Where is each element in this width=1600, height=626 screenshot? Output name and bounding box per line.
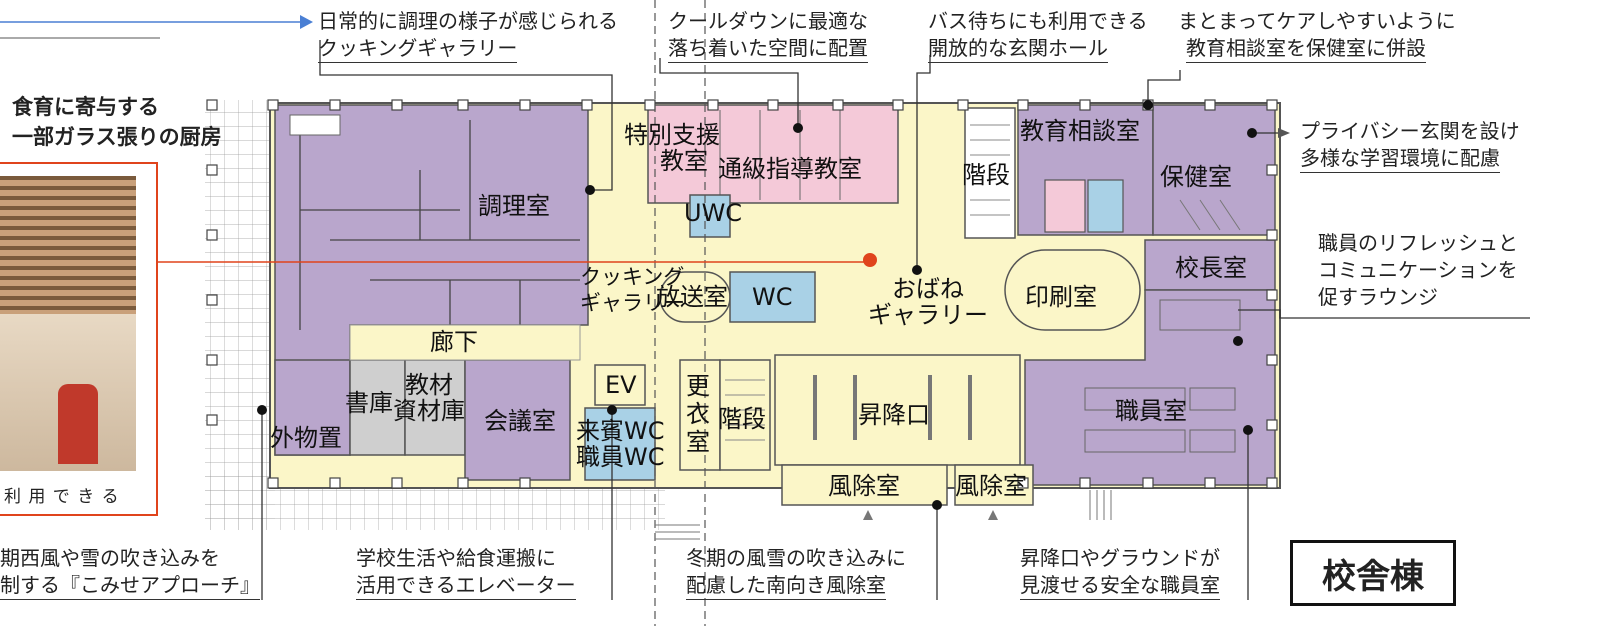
note-line: 多様な学習環境に配慮 xyxy=(1300,145,1500,173)
note-entrance-hall: バス待ちにも利用できる 開放的な玄関ホール xyxy=(928,8,1148,63)
room-gaibutsu xyxy=(274,359,351,456)
label-line: クッキング xyxy=(580,265,685,289)
note-line: 昇降口やグラウンドが xyxy=(1020,546,1220,570)
note-staff-room: 昇降口やグラウンドが 見渡せる安全な職員室 xyxy=(1020,545,1220,600)
label-cooking: クッキング ギャラリー xyxy=(580,264,685,316)
label-kaidan-s: 階段 xyxy=(718,405,766,433)
note-line: 見渡せる安全な職員室 xyxy=(1020,572,1220,600)
label-fujo-1: 風除室 xyxy=(828,472,900,500)
label-line: 職員WC xyxy=(576,443,665,471)
label-line: 特別支援 xyxy=(624,121,720,149)
note-lounge: 職員のリフレッシュと コミュニケーションを 促すラウンジ xyxy=(1318,230,1518,311)
label-kocho: 校長室 xyxy=(1175,254,1247,282)
stair-north xyxy=(964,107,1016,239)
label-line: 教材 xyxy=(405,371,453,399)
note-line: コミュニケーションを xyxy=(1318,258,1518,282)
note-line: 冬期の風雪の吹き込みに xyxy=(686,546,906,570)
label-koui: 更 衣 室 xyxy=(686,372,710,456)
label-line: 資材庫 xyxy=(393,397,465,425)
note-line: 日常的に調理の様子が感じられる xyxy=(318,9,618,33)
label-shoko: 書庫 xyxy=(345,389,393,417)
note-line: 期西風や雪の吹き込みを xyxy=(0,546,220,570)
room-insatsu xyxy=(1004,249,1141,331)
note-line: プライバシー玄関を設け xyxy=(1300,119,1520,143)
note-line: 制する『こみせアプローチ』 xyxy=(0,572,260,600)
note-line: 職員のリフレッシュと xyxy=(1318,231,1518,255)
label-tokubetsu: 特別支援 教室 xyxy=(624,122,720,174)
note-counseling: まとまってケアしやすいように 教育相談室を保健室に併設 xyxy=(1178,8,1456,63)
room-fujo-1 xyxy=(781,464,948,506)
note-line: 促すラウンジ xyxy=(1318,285,1438,309)
label-kyoiku: 教育相談室 xyxy=(1020,117,1140,145)
label-hoso: 放送室 xyxy=(656,283,728,311)
note-line: バス待ちにも利用できる xyxy=(928,9,1148,33)
label-fujo-2: 風除室 xyxy=(955,472,1027,500)
room-raihin-wc xyxy=(584,407,656,481)
room-koui xyxy=(679,359,721,471)
note-line: クッキングギャラリー xyxy=(318,35,518,63)
note-line: 活用できるエレベーター xyxy=(356,572,576,600)
label-wc: WC xyxy=(752,283,793,311)
label-obane: おばね ギャラリー xyxy=(868,276,988,328)
note-line: 配慮した南向き風除室 xyxy=(686,572,886,600)
label-line: おばね xyxy=(892,275,964,303)
label-tsukyu: 通級指導教室 xyxy=(718,155,862,183)
label-line: 衣 xyxy=(686,400,710,428)
note-cooldown: クールダウンに最適な 落ち着いた空間に配置 xyxy=(668,8,868,63)
note-south-vestibule: 冬期の風雪の吹き込みに 配慮した南向き風除室 xyxy=(686,545,906,600)
title-badge: 校舎棟 xyxy=(1290,540,1456,606)
corridor xyxy=(349,324,581,361)
label-hoken: 保健室 xyxy=(1160,163,1232,191)
label-line: 室 xyxy=(686,428,710,456)
label-line: 教室 xyxy=(660,147,708,175)
label-kaidan-n: 階段 xyxy=(962,161,1010,189)
note-line: クールダウンに最適な xyxy=(668,9,868,33)
note-line: まとまってケアしやすいように xyxy=(1178,9,1456,33)
note-line: 学校生活や給食運搬に xyxy=(356,546,556,570)
note-cooking-gallery: 日常的に調理の様子が感じられる クッキングギャラリー xyxy=(318,8,618,63)
label-raihin: 来賓WC 職員WC xyxy=(576,418,665,470)
room-ev xyxy=(594,364,646,406)
label-chori: 調理室 xyxy=(478,192,550,220)
photo-caption: 利 用 で き る xyxy=(4,487,120,507)
label-kaigi: 会議室 xyxy=(484,407,556,435)
label-line: ギャラリー xyxy=(868,301,988,329)
label-shokuin: 職員室 xyxy=(1115,397,1187,425)
left-heading-line-2: 一部ガラス張りの厨房 xyxy=(12,125,222,149)
label-gaibutsu: 外物置 xyxy=(270,424,342,452)
room-wc xyxy=(729,271,816,323)
note-line: 教育相談室を保健室に併設 xyxy=(1186,35,1426,63)
label-uwc: UWC xyxy=(684,199,743,227)
room-kaigi xyxy=(464,359,571,481)
label-line: ギャラリー xyxy=(580,291,685,315)
room-uwc xyxy=(689,194,731,238)
label-line: 来賓WC xyxy=(576,417,665,445)
label-shokoguchi: 昇降口 xyxy=(858,401,930,429)
note-line: 落ち着いた空間に配置 xyxy=(668,35,868,63)
label-insatsu: 印刷室 xyxy=(1025,283,1097,311)
label-kyozai: 教材 資材庫 xyxy=(393,372,465,424)
left-heading-line-1: 食育に寄与する xyxy=(12,95,159,119)
label-ev: EV xyxy=(605,371,637,399)
note-komise-approach: 期西風や雪の吹き込みを 制する『こみせアプローチ』 xyxy=(0,545,260,600)
left-heading: 食育に寄与する 一部ガラス張りの厨房 xyxy=(12,92,222,152)
note-line: 開放的な玄関ホール xyxy=(928,35,1108,63)
stair-south xyxy=(719,359,771,471)
note-privacy-entrance: プライバシー玄関を設け 多様な学習環境に配慮 xyxy=(1300,118,1520,173)
photo-inset: 利 用 で き る xyxy=(0,162,158,516)
photo-figure xyxy=(58,384,98,464)
label-line: 更 xyxy=(686,372,710,400)
note-elevator: 学校生活や給食運搬に 活用できるエレベーター xyxy=(356,545,576,600)
label-roka: 廊下 xyxy=(430,328,478,356)
room-hoken xyxy=(1152,104,1276,236)
